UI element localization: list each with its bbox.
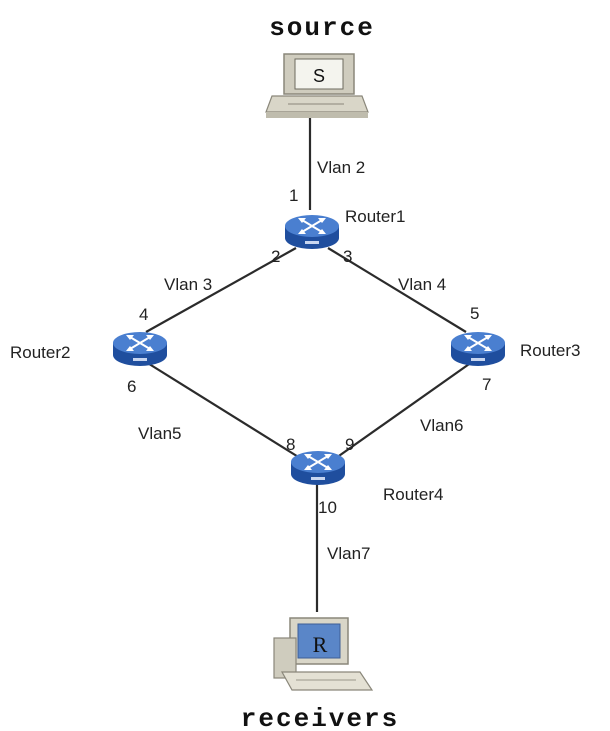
port-4-label: 4 — [139, 305, 148, 324]
port-2-label: 2 — [271, 247, 280, 266]
source-computer-icon — [265, 53, 369, 118]
port-3-label: 3 — [343, 247, 352, 266]
vlan6-label: Vlan6 — [420, 416, 463, 435]
router2-icon — [112, 331, 168, 367]
port-6-label: 6 — [127, 377, 136, 396]
port-9-label: 9 — [345, 435, 354, 454]
port-5-label: 5 — [470, 304, 479, 323]
router4-label: Router4 — [383, 485, 443, 504]
router1-icon — [284, 214, 340, 250]
vlan4-label: Vlan 4 — [398, 275, 446, 294]
port-7-label: 7 — [482, 375, 491, 394]
port-8-label: 8 — [286, 435, 295, 454]
router1-label: Router1 — [345, 207, 405, 226]
port-1-label: 1 — [289, 186, 298, 205]
source-pc-letter: S — [313, 66, 325, 86]
router4-icon — [290, 450, 346, 486]
link-router1-router2 — [145, 247, 297, 333]
router3-label: Router3 — [520, 341, 580, 360]
receiver-computer-icon — [273, 617, 374, 691]
vlan2-label: Vlan 2 — [317, 158, 365, 177]
router3-icon — [450, 331, 506, 367]
vlan5-label: Vlan5 — [138, 424, 181, 443]
source-title: source — [269, 13, 375, 43]
link-router2-router4 — [145, 361, 301, 459]
link-router3-router4 — [335, 361, 473, 459]
vlan7-label: Vlan7 — [327, 544, 370, 563]
port-10-label: 10 — [318, 498, 337, 517]
vlan3-label: Vlan 3 — [164, 275, 212, 294]
receivers-title: receivers — [241, 704, 399, 731]
router2-label: Router2 — [10, 343, 70, 362]
link-router1-router3 — [327, 247, 467, 333]
receiver-pc-letter: R — [313, 632, 328, 657]
